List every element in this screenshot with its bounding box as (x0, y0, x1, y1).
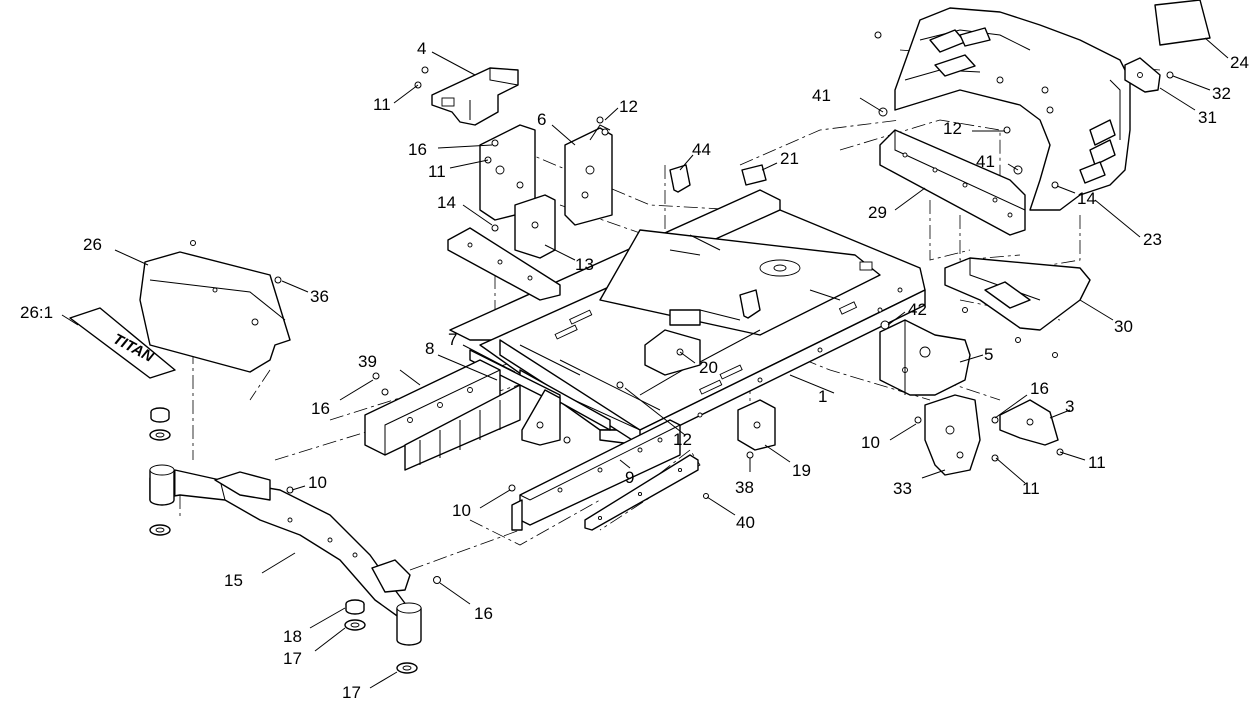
callout-19: 19 (792, 461, 811, 480)
crossmember-29 (879, 129, 1026, 236)
seat-pan-23 (894, 7, 1131, 211)
callout-41a: 41 (812, 86, 831, 105)
callout-41b: 41 (976, 152, 995, 171)
plate-24 (1154, 0, 1211, 46)
side-plate-9 (511, 419, 681, 531)
knob-44 (669, 164, 761, 319)
bracket-3 (999, 399, 1059, 446)
callout-12c: 12 (943, 119, 962, 138)
callout-12a: 12 (619, 97, 638, 116)
callout-3: 3 (1065, 397, 1074, 416)
callout-4: 4 (417, 39, 426, 58)
callout-17a: 17 (283, 649, 302, 668)
left-rail (364, 359, 521, 471)
bracket-33 (924, 394, 981, 476)
fasteners (190, 31, 1174, 584)
callout-42: 42 (908, 300, 927, 319)
bracket-19 (737, 399, 776, 451)
bracket-5 (879, 319, 971, 396)
skid-pan-30 (944, 257, 1091, 331)
bracket-31 (1124, 57, 1161, 93)
callout-31: 31 (1198, 108, 1217, 127)
callout-16d: 16 (1030, 379, 1049, 398)
callout-10c: 10 (861, 433, 880, 452)
callout-32: 32 (1212, 84, 1231, 103)
callout-33: 33 (893, 479, 912, 498)
callout-30: 30 (1114, 317, 1133, 336)
callout-38: 38 (735, 478, 754, 497)
callout-23: 23 (1143, 230, 1162, 249)
callout-11d: 11 (1022, 479, 1040, 498)
callout-16b: 16 (311, 399, 330, 418)
callout-13: 13 (575, 255, 594, 274)
callout-8: 8 (425, 339, 434, 358)
callout-15: 15 (224, 571, 243, 590)
callout-24: 24 (1230, 53, 1249, 72)
callout-11b: 11 (428, 162, 446, 181)
callout-14b: 14 (1077, 189, 1096, 208)
callout-40: 40 (736, 513, 755, 532)
callout-11c: 11 (1088, 453, 1106, 472)
callout-18: 18 (283, 627, 302, 646)
callout-21: 21 (780, 149, 799, 168)
bracket-6 (479, 124, 613, 226)
callout-11a: 11 (373, 95, 391, 114)
callout-29: 29 (868, 203, 887, 222)
callouts: 1 3 4 5 6 7 8 9 10 10 10 11 11 11 11 12 … (20, 37, 1249, 702)
callout-5: 5 (984, 345, 993, 364)
callout-20: 20 (699, 358, 718, 377)
callout-6: 6 (537, 110, 546, 129)
callout-17b: 17 (342, 683, 361, 702)
callout-7: 7 (448, 330, 457, 349)
callout-26-1: 26:1 (20, 303, 53, 322)
callout-10b: 10 (452, 501, 471, 520)
bracket-13 (514, 194, 556, 259)
bushings (149, 407, 418, 674)
plate-21 (741, 164, 767, 186)
callout-26: 26 (83, 235, 102, 254)
plate-40 (584, 454, 699, 531)
callout-9: 9 (625, 468, 634, 487)
callout-39: 39 (358, 352, 377, 371)
callout-12b: 12 (673, 430, 692, 449)
callout-16a: 16 (408, 140, 427, 159)
callout-16c: 16 (474, 604, 493, 623)
callout-10a: 10 (308, 473, 327, 492)
bar-14 (447, 227, 561, 301)
front-axle-15 (149, 464, 422, 646)
callout-36: 36 (310, 287, 329, 306)
callout-44: 44 (692, 140, 711, 159)
bracket-4 (431, 67, 519, 126)
bracket-7 (521, 389, 561, 446)
deck-26 (139, 251, 291, 373)
callout-14a: 14 (437, 193, 456, 212)
callout-1: 1 (818, 387, 827, 406)
